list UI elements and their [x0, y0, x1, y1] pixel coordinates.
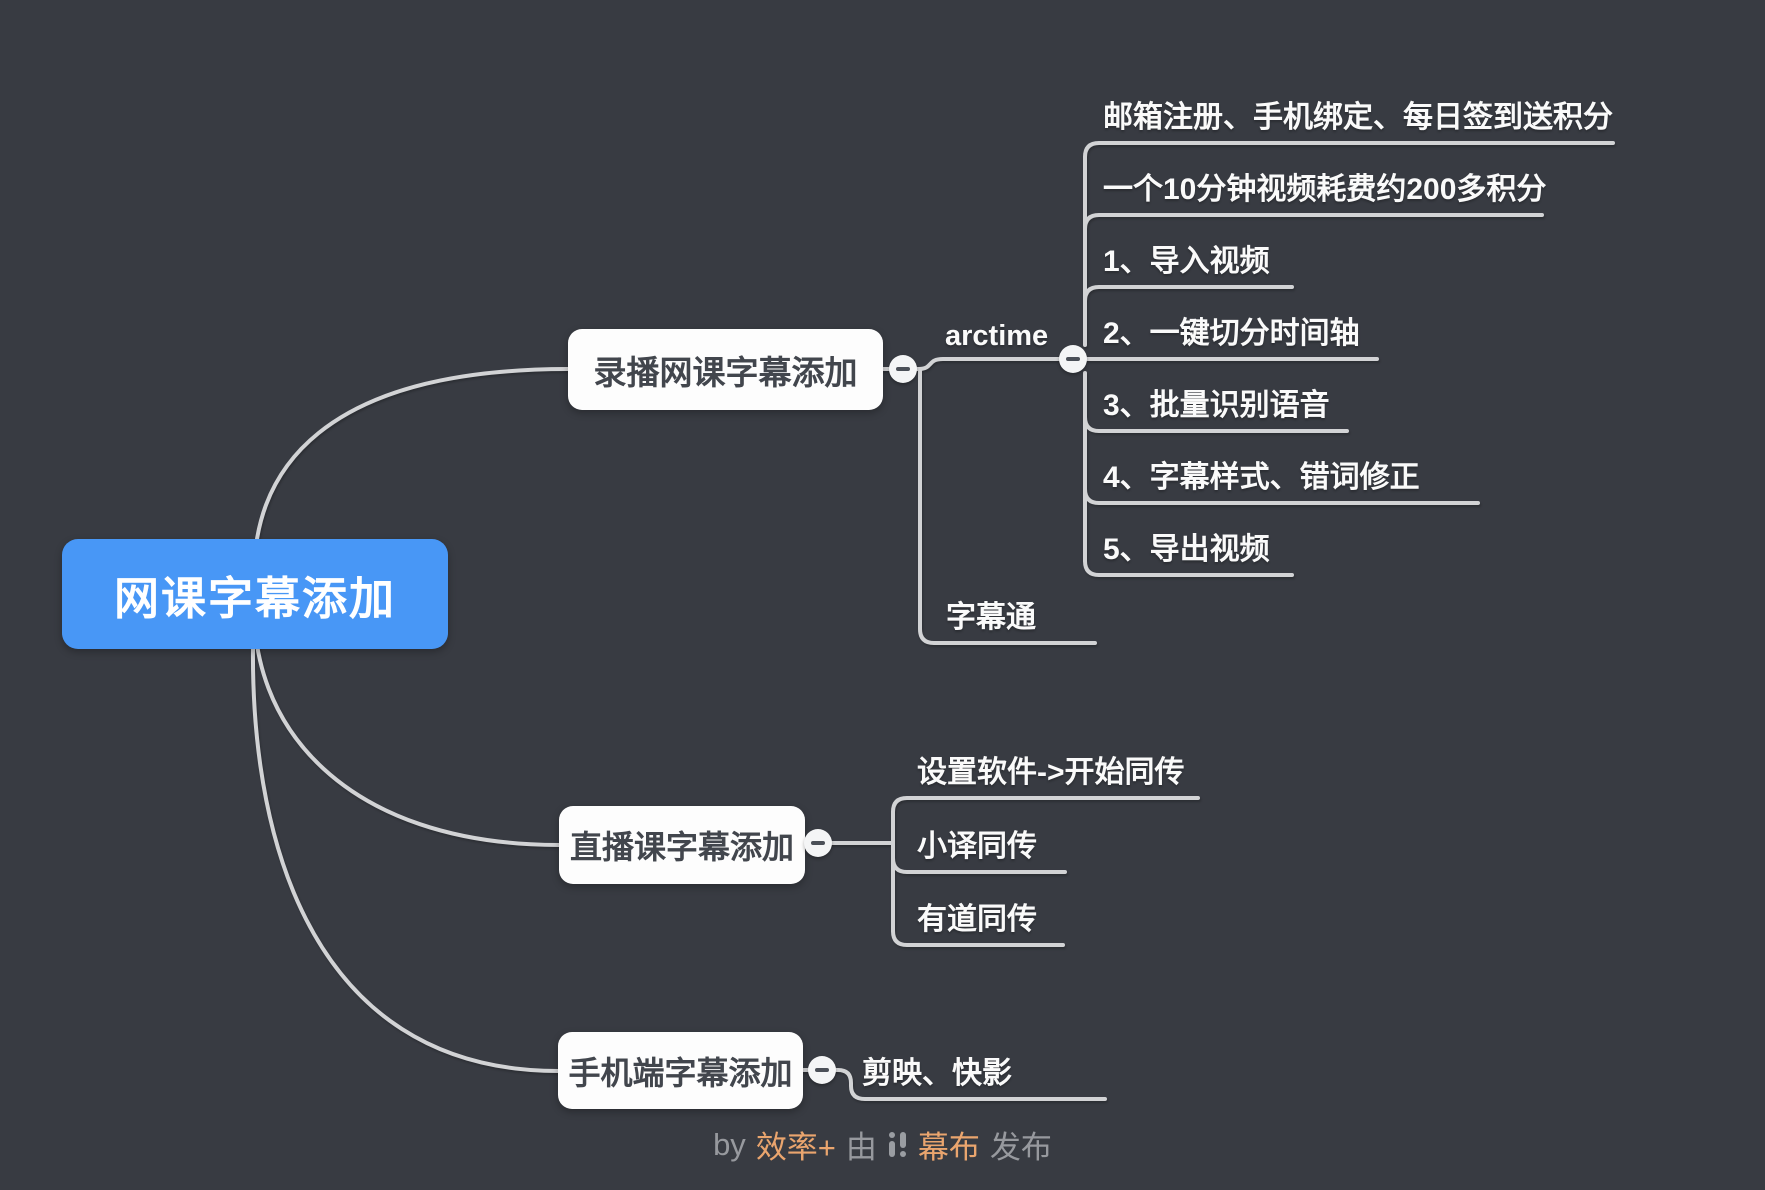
leaf-node[interactable]: 5、导出视频	[1103, 533, 1270, 566]
branch-node-mobile[interactable]: 手机端字幕添加	[558, 1032, 803, 1109]
leaf-node[interactable]: 小译同传	[917, 830, 1037, 863]
leaf-node-arctime[interactable]: arctime	[945, 320, 1049, 352]
leaf-node[interactable]: 3、批量识别语音	[1103, 389, 1330, 422]
footer-brand: 幕布	[917, 1130, 980, 1165]
leaf-node[interactable]: 邮箱注册、手机绑定、每日签到送积分	[1103, 101, 1613, 134]
footer-by: by	[713, 1126, 746, 1162]
leaf-node[interactable]: 有道同传	[917, 903, 1037, 936]
footer-credit: by 效率+ 由 幕布 发布	[0, 1122, 1765, 1167]
minus-icon	[815, 1068, 829, 1072]
leaf-node[interactable]: 4、字幕样式、错词修正	[1103, 461, 1420, 494]
footer-tool: 效率+	[755, 1130, 836, 1165]
footer-publish: 发布	[989, 1130, 1052, 1165]
collapse-button-live[interactable]	[804, 829, 832, 857]
footer-via: 由	[845, 1130, 877, 1165]
collapse-button-recorded[interactable]	[889, 355, 917, 383]
mubu-logo-icon	[888, 1128, 906, 1162]
collapse-button-arctime[interactable]	[1059, 345, 1087, 373]
collapse-button-mobile[interactable]	[808, 1056, 836, 1084]
leaf-node[interactable]: 设置软件->开始同传	[917, 756, 1185, 789]
leaf-node[interactable]: 剪映、快影	[862, 1057, 1012, 1090]
leaf-node[interactable]: 一个10分钟视频耗费约200多积分	[1103, 173, 1547, 206]
minus-icon	[811, 841, 825, 845]
leaf-node-zimutong[interactable]: 字幕通	[946, 601, 1036, 634]
minus-icon	[1066, 357, 1080, 361]
root-node[interactable]: 网课字幕添加	[62, 539, 448, 649]
minus-icon	[896, 367, 910, 371]
branch-node-live-course[interactable]: 直播课字幕添加	[559, 806, 805, 884]
branch-node-recorded-course[interactable]: 录播网课字幕添加	[568, 329, 883, 410]
leaf-node[interactable]: 1、导入视频	[1103, 245, 1270, 278]
leaf-node[interactable]: 2、一键切分时间轴	[1103, 317, 1360, 350]
